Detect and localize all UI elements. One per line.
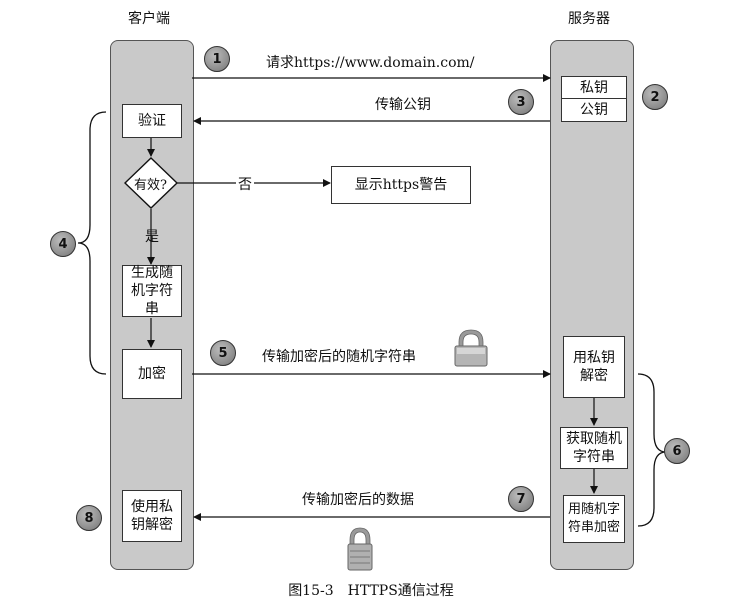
server-decrypt-box: 用私钥解密 (563, 336, 625, 398)
request-label: 请求https://www.domain.com/ (266, 55, 475, 71)
step-4-badge: 4 (50, 231, 76, 257)
private-key-box: 私钥 (561, 76, 627, 99)
public-key-box: 公钥 (561, 99, 627, 122)
encrypt-with-random-box: 用随机字符串加密 (563, 495, 625, 543)
step-7-badge: 7 (508, 486, 534, 512)
step-6-badge: 6 (664, 438, 690, 464)
left-brace (77, 111, 107, 375)
encrypted-random-label: 传输加密后的随机字符串 (262, 349, 416, 365)
no-label: 否 (236, 174, 254, 194)
figure-caption: 图15-3 HTTPS通信过程 (288, 583, 454, 599)
step-1-badge: 1 (204, 46, 230, 72)
get-random-box: 获取随机字符串 (560, 427, 628, 469)
generate-random-box: 生成随机字符串 (122, 265, 182, 317)
right-brace (637, 373, 667, 527)
closed-lock-icon (454, 329, 488, 367)
server-lane-title: 服务器 (568, 11, 610, 27)
verify-box: 验证 (122, 104, 182, 138)
encrypt-box: 加密 (122, 349, 182, 399)
step-3-badge: 3 (508, 89, 534, 115)
server-lane (550, 40, 634, 570)
yes-label: 是 (145, 229, 159, 245)
valid-diamond (123, 157, 179, 209)
encrypted-data-label: 传输加密后的数据 (302, 492, 414, 508)
client-lane-title: 客户端 (128, 11, 170, 27)
public-key-label: 传输公钥 (375, 97, 431, 113)
https-warning-box: 显示https警告 (331, 166, 471, 204)
step-5-badge: 5 (210, 340, 236, 366)
step-8-badge: 8 (76, 505, 102, 531)
valid-label: 有效? (134, 178, 167, 193)
client-decrypt-box: 使用私钥解密 (122, 490, 182, 542)
step-2-badge: 2 (642, 84, 668, 110)
combination-lock-icon (347, 527, 373, 571)
